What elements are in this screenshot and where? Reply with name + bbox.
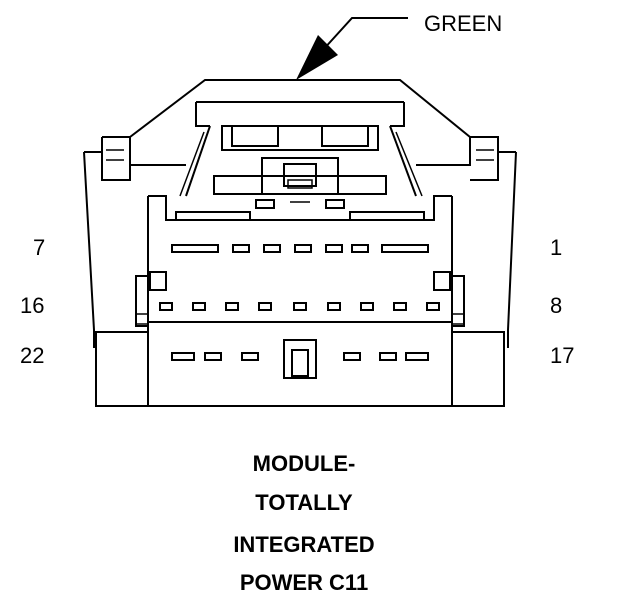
cavity <box>325 244 343 253</box>
left-side-ear <box>83 136 131 348</box>
cavity <box>294 244 312 253</box>
cavity <box>360 302 374 311</box>
cavity-row-2 <box>159 302 440 311</box>
connector-body <box>95 195 505 407</box>
cavity-row-1 <box>171 244 429 253</box>
callout-arrowhead <box>296 35 338 80</box>
cavity <box>263 244 281 253</box>
cavity <box>426 302 440 311</box>
pin-label-22: 22 <box>20 343 44 368</box>
cavity <box>225 302 239 311</box>
connector-hood <box>129 79 471 197</box>
green-callout-leader <box>296 17 408 80</box>
pin-label-17: 17 <box>550 343 574 368</box>
title-line-3: INTEGRATED <box>233 532 374 557</box>
cavity <box>405 352 429 361</box>
right-side-ear <box>470 136 517 348</box>
polarization-key-slot <box>291 349 309 377</box>
pin-label-7: 7 <box>33 235 45 260</box>
pin-label-8: 8 <box>550 293 562 318</box>
cavity <box>293 302 307 311</box>
cavity <box>204 352 222 361</box>
cavity-row-3 <box>171 339 429 379</box>
title-line-1: MODULE- <box>253 451 356 476</box>
cavity <box>343 352 361 361</box>
cavity <box>241 352 259 361</box>
cavity <box>327 302 341 311</box>
cavity <box>393 302 407 311</box>
polarization-key <box>283 339 317 379</box>
pin-label-1: 1 <box>550 235 562 260</box>
cavity <box>258 302 272 311</box>
cavity <box>381 244 429 253</box>
cavity <box>192 302 206 311</box>
title-line-4: POWER C11 <box>240 570 368 595</box>
title-line-2: TOTALLY <box>255 490 353 515</box>
cavity <box>379 352 397 361</box>
green-label: GREEN <box>424 11 502 36</box>
cavity <box>171 352 195 361</box>
cavity <box>232 244 250 253</box>
cavity <box>159 302 173 311</box>
pin-label-16: 16 <box>20 293 44 318</box>
cavity <box>171 244 219 253</box>
cavity <box>351 244 369 253</box>
